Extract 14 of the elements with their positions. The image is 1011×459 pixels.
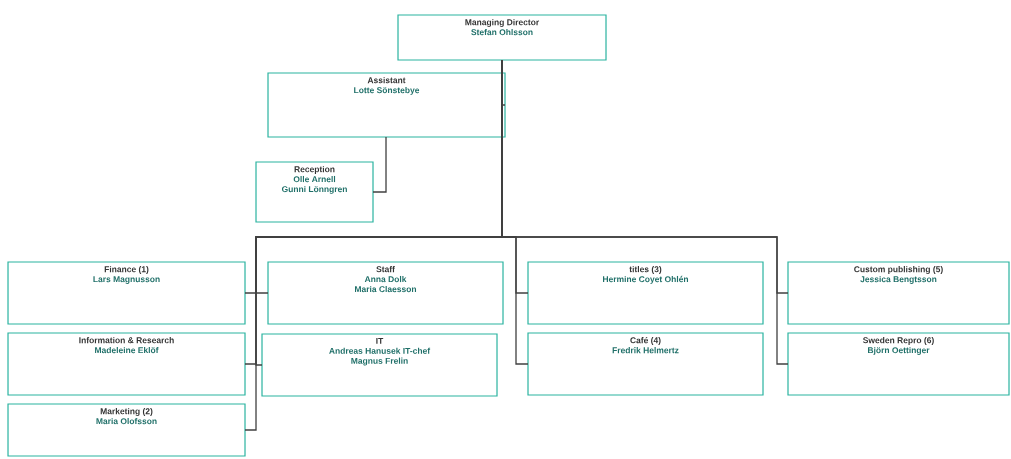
org-box: IT Andreas Hanusek IT-chef Magnus Frelin — [261, 333, 498, 397]
org-box: Custom publishing (5) Jessica Bengtsson — [787, 261, 1010, 325]
connector-line — [501, 59, 789, 365]
org-box: Finance (1) Lars Magnusson — [7, 261, 246, 325]
org-box: Information & Research Madeleine Eklöf — [7, 332, 246, 396]
connector-line — [372, 136, 387, 193]
org-box: Marketing (2) Maria Olofsson — [7, 403, 246, 457]
org-box: Assistant Lotte Sönstebye — [267, 72, 506, 138]
org-box: titles (3) Hermine Coyet Ohlén — [527, 261, 764, 325]
org-box: Sweden Repro (6) Björn Oettinger — [787, 332, 1010, 396]
org-box: Managing Director Stefan Ohlsson — [397, 14, 607, 61]
org-box: Café (4) Fredrik Helmertz — [527, 332, 764, 396]
org-box: Reception Olle Arnell Gunni Lönngren — [255, 161, 374, 223]
org-box: Staff Anna Dolk Maria Claesson — [267, 261, 504, 325]
